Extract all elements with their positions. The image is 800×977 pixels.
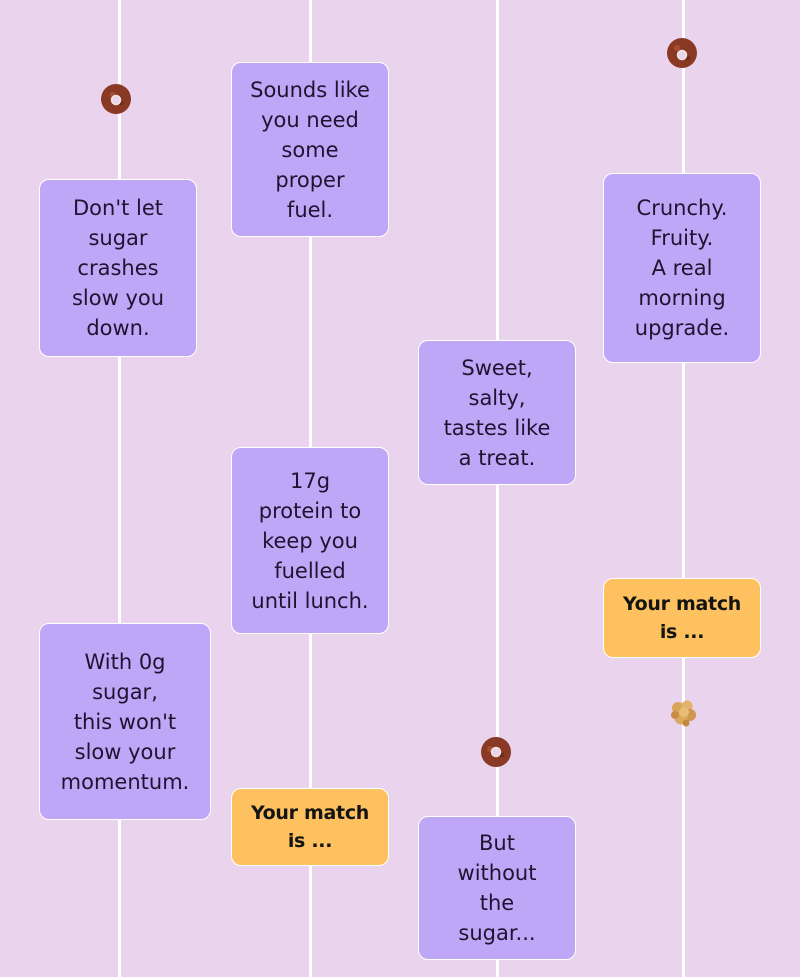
- match-card: Your match is ...: [603, 578, 761, 658]
- track-line-1: [118, 0, 121, 977]
- message-card: But without the sugar...: [418, 816, 576, 960]
- granola-cluster-icon: [666, 696, 700, 730]
- match-text: Your match is ...: [622, 593, 742, 643]
- message-card: 17g protein to keep you fuelled until lu…: [231, 447, 389, 634]
- message-text: Don't let sugar crashes slow you down.: [71, 196, 165, 340]
- message-card: With 0g sugar, this won't slow your mome…: [39, 623, 211, 820]
- message-text: Sounds like you need some proper fuel.: [250, 77, 370, 222]
- cereal-ring-icon: [478, 734, 514, 770]
- message-text: Sweet, salty, tastes like a treat.: [443, 355, 551, 470]
- cereal-ring-icon: [98, 81, 134, 117]
- track-line-3: [496, 0, 499, 977]
- match-card: Your match is ...: [231, 788, 389, 866]
- message-card: Crunchy. Fruity. A real morning upgrade.: [603, 173, 761, 363]
- message-card: Sounds like you need some proper fuel.: [231, 62, 389, 237]
- track-line-4: [682, 0, 685, 977]
- message-text: 17g protein to keep you fuelled until lu…: [251, 468, 369, 613]
- message-card: Don't let sugar crashes slow you down.: [39, 179, 197, 357]
- message-card: Sweet, salty, tastes like a treat.: [418, 340, 576, 485]
- cereal-ring-icon: [664, 35, 700, 71]
- match-text: Your match is ...: [250, 802, 370, 852]
- message-text: With 0g sugar, this won't slow your mome…: [60, 649, 190, 794]
- message-text: But without the sugar...: [457, 831, 537, 945]
- message-text: Crunchy. Fruity. A real morning upgrade.: [634, 196, 730, 340]
